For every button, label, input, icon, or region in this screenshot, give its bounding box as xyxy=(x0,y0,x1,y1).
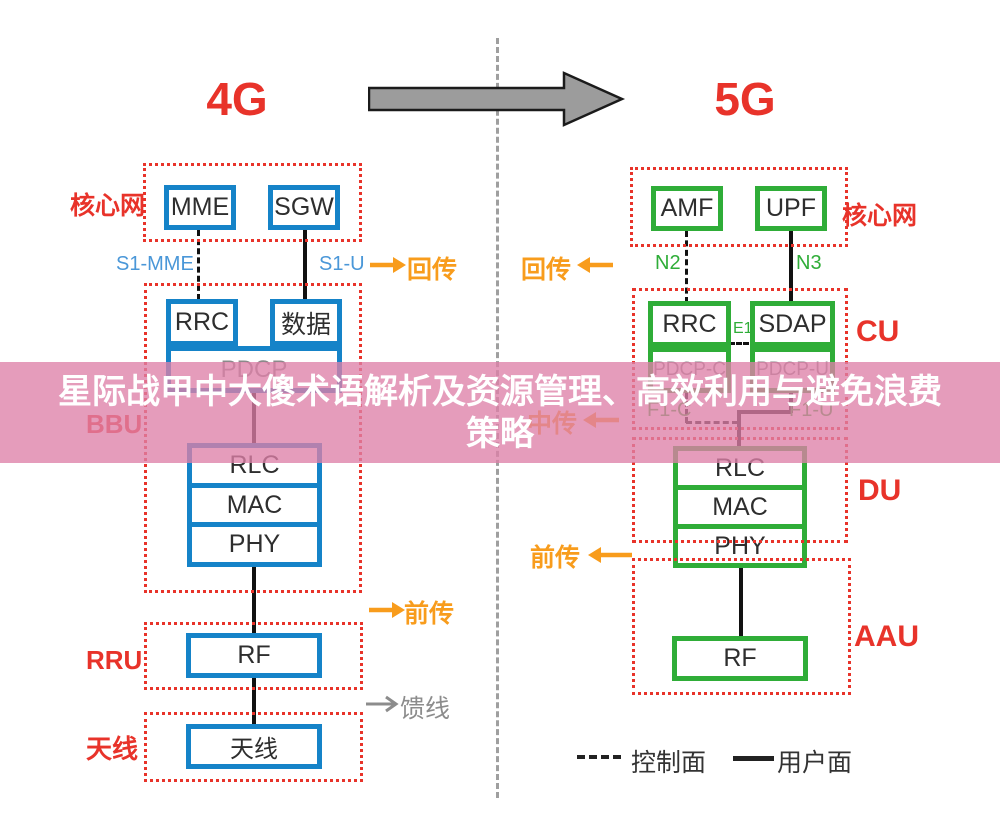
core-network-label-4g: 核心网 xyxy=(70,192,146,220)
backhaul-arrow-icon-4g xyxy=(370,255,406,275)
s1-mme-label: S1-MME xyxy=(116,253,194,275)
e1-label: E1 xyxy=(733,320,753,337)
n2-line xyxy=(685,231,688,303)
cu-label: CU xyxy=(856,315,900,348)
phy-node-5g: PHY xyxy=(678,524,802,563)
data-node-4g: 数据 xyxy=(270,299,342,346)
mac-node-5g: MAC xyxy=(678,485,802,524)
fronthaul-label-5g: 前传 xyxy=(530,544,581,572)
right-title-5g: 5G xyxy=(714,73,776,125)
e1-line xyxy=(729,342,749,345)
rf-node-5g: RF xyxy=(672,636,808,681)
rf-antenna-line-4g xyxy=(252,678,256,726)
rrc-node-4g: RRC xyxy=(166,299,238,346)
backhaul-label-5g: 回传 xyxy=(521,256,572,284)
protocol-stack-4g: RLC MAC PHY xyxy=(187,443,322,567)
backhaul-arrow-icon-5g xyxy=(577,255,613,275)
amf-node: AMF xyxy=(651,186,723,231)
n2-label: N2 xyxy=(655,252,681,274)
core-network-label-5g: 核心网 xyxy=(842,202,918,230)
sgw-node: SGW xyxy=(268,185,340,230)
n3-label: N3 xyxy=(796,252,822,274)
feeder-arrow-icon xyxy=(366,694,400,714)
title-banner-overlay: 星际战甲中大傻术语解析及资源管理、高效利用与避免浪费 策略 xyxy=(0,362,1000,463)
sdap-node: SDAP xyxy=(750,301,835,347)
n3-line xyxy=(789,231,793,303)
aau-label: AAU xyxy=(854,620,919,653)
rrc-node-5g: RRC xyxy=(648,301,731,347)
fronthaul-label-4g: 前传 xyxy=(404,600,455,628)
evolution-arrow-icon xyxy=(368,70,626,128)
phy-rf-line-5g xyxy=(739,568,743,636)
left-title-4g: 4G xyxy=(206,73,268,125)
protocol-stack-5g: RLC MAC PHY xyxy=(673,446,807,568)
rru-label: RRU xyxy=(86,645,143,675)
phy-rf-line-4g xyxy=(252,567,256,634)
banner-text-line1: 星际战甲中大傻术语解析及资源管理、高效利用与避免浪费 xyxy=(58,372,942,411)
user-plane-line-icon xyxy=(733,756,774,761)
banner-text-line2: 策略 xyxy=(466,414,534,453)
fronthaul-arrow-icon-4g xyxy=(369,600,405,620)
upf-node: UPF xyxy=(755,186,827,231)
mme-node: MME xyxy=(164,185,236,230)
phy-node-4g: PHY xyxy=(192,522,317,562)
backhaul-label-4g: 回传 xyxy=(407,256,458,284)
control-plane-line-icon xyxy=(577,755,621,759)
s1-u-label: S1-U xyxy=(319,253,365,275)
s1-u-line xyxy=(303,230,307,300)
s1-mme-line xyxy=(197,230,200,300)
rf-node-4g: RF xyxy=(186,633,322,678)
control-plane-label: 控制面 xyxy=(631,749,707,777)
mac-node-4g: MAC xyxy=(192,482,317,523)
antenna-label: 天线 xyxy=(86,734,139,764)
antenna-node: 天线 xyxy=(186,724,322,769)
user-plane-label: 用户面 xyxy=(777,749,853,777)
feeder-label: 馈线 xyxy=(400,695,451,723)
du-label: DU xyxy=(858,474,902,507)
fronthaul-arrow-icon-5g xyxy=(588,545,632,565)
